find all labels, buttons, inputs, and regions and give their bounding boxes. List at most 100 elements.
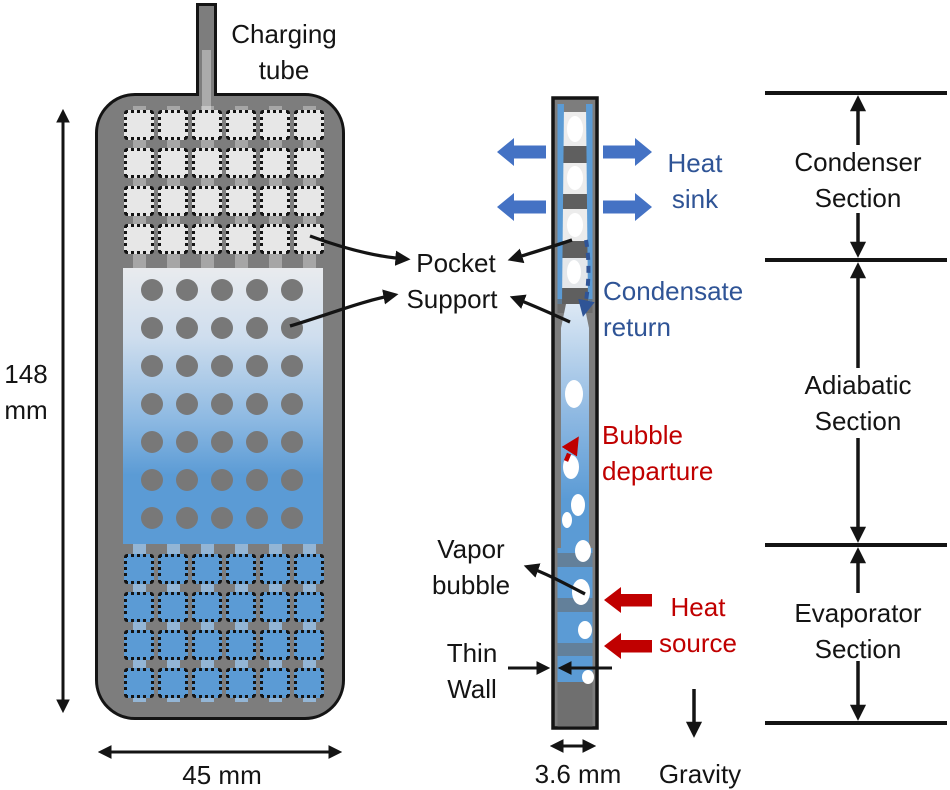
support-dot: [176, 431, 198, 453]
section-diagram: [765, 91, 947, 725]
support-dot: [246, 507, 268, 529]
support-dot: [141, 317, 163, 339]
support-dot: [281, 431, 303, 453]
support-dot: [281, 393, 303, 415]
support-dot: [141, 431, 163, 453]
support-dot: [246, 431, 268, 453]
heat-sink-arrow-left: [497, 193, 546, 221]
pocket-cell: [226, 148, 256, 178]
support-dot: [211, 431, 233, 453]
front-width-label: 45 mm: [182, 760, 262, 790]
support-dot: [176, 279, 198, 301]
support-dot: [141, 279, 163, 301]
support-dot: [246, 279, 268, 301]
pocket-cell: [294, 110, 324, 140]
pocket-cell: [294, 554, 324, 584]
vapor-bubble: [571, 494, 585, 516]
support-dot: [246, 469, 268, 491]
pocket-cell: [124, 630, 154, 660]
support-dot: [246, 393, 268, 415]
pocket-cell: [226, 630, 256, 660]
pocket-cell: [226, 554, 256, 584]
pocket-cell: [158, 554, 188, 584]
pocket-cell: [192, 630, 222, 660]
pocket-cell: [294, 592, 324, 622]
evaporator-liquid: [557, 548, 593, 682]
thin-wall-label: Thin Wall: [446, 638, 498, 704]
support-dot: [176, 469, 198, 491]
support-dot: [211, 317, 233, 339]
pocket-cell: [158, 186, 188, 216]
pocket-cell: [226, 592, 256, 622]
heat-source-arrow: [604, 587, 652, 613]
pocket-cell: [158, 592, 188, 622]
pocket-cell: [260, 110, 290, 140]
pocket-cell: [260, 630, 290, 660]
pocket-cell: [158, 110, 188, 140]
support-dot: [211, 355, 233, 377]
pocket-cell: [226, 186, 256, 216]
support-dot: [176, 317, 198, 339]
support-grid: [141, 279, 303, 529]
support-dot: [211, 279, 233, 301]
pocket-cell: [294, 630, 324, 660]
vapor-bubble-label: Vapor bubble: [431, 534, 511, 600]
vapor-bubble: [575, 540, 591, 562]
support-pointer-left: [289, 289, 399, 328]
tube-support-band: [557, 643, 593, 656]
support-dot: [211, 469, 233, 491]
adiabatic-liquid-column: [561, 304, 589, 548]
pocket-cell: [158, 224, 188, 254]
pocket-label: Pocket: [416, 248, 496, 278]
vapor-bubble: [562, 512, 572, 528]
tube-width-label: 3.6 mm: [534, 759, 622, 789]
pocket-cell: [192, 554, 222, 584]
support-dot: [281, 469, 303, 491]
vapor-oval: [567, 166, 583, 190]
pocket-cell: [124, 592, 154, 622]
pocket-pointer-left: [309, 234, 411, 266]
pocket-cell: [260, 554, 290, 584]
pocket-cell: [226, 110, 256, 140]
pocket-cell: [158, 630, 188, 660]
pocket-cell: [192, 186, 222, 216]
pocket-cell: [260, 186, 290, 216]
bubble-departure-label: Bubble departure: [602, 420, 714, 486]
heat-sink-arrow-right: [603, 193, 652, 221]
condenser-section-label: Condenser Section: [794, 147, 922, 213]
pocket-cell: [124, 148, 154, 178]
bottom-pocket-grid: [124, 554, 324, 698]
charging-tube-label: Charging tube: [231, 19, 337, 85]
heat-source-arrow: [604, 633, 652, 659]
pocket-cell: [294, 186, 324, 216]
bubble-departure-arrow: [561, 436, 579, 462]
vapor-bubble: [565, 380, 583, 408]
charging-tube-channel: [202, 50, 211, 125]
support-dot: [141, 355, 163, 377]
support-dot: [176, 507, 198, 529]
support-dot: [141, 507, 163, 529]
vapor-oval: [567, 260, 581, 284]
support-dot: [141, 393, 163, 415]
support-dot: [281, 355, 303, 377]
pocket-cell: [124, 224, 154, 254]
pocket-cell: [158, 668, 188, 698]
pocket-cell: [124, 668, 154, 698]
pocket-cell: [192, 592, 222, 622]
support-dot: [281, 279, 303, 301]
top-pocket-grid: [124, 110, 324, 254]
condensate-film-left: [557, 104, 564, 304]
pocket-cell: [226, 668, 256, 698]
vapor-oval: [567, 213, 583, 237]
pocket-pointer-right: [507, 238, 573, 264]
support-pointer-right: [509, 294, 571, 324]
condensate-return-arrow: [578, 239, 595, 317]
charging-tube: [196, 3, 217, 96]
pocket-cell: [260, 224, 290, 254]
tube-support-band: [557, 194, 593, 209]
vapor-bubble: [582, 670, 594, 684]
pocket-cell: [192, 110, 222, 140]
pocket-cell: [124, 186, 154, 216]
